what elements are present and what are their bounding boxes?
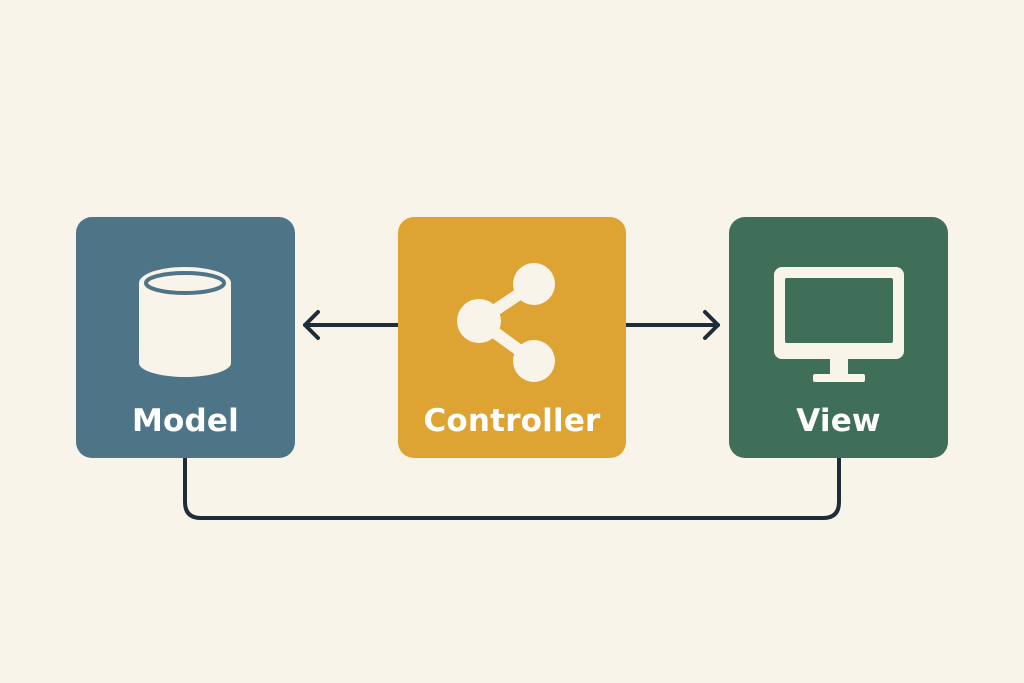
arrowhead-right — [703, 310, 720, 340]
model-label: Model — [132, 403, 239, 439]
share-icon — [457, 263, 555, 382]
view-node: View — [729, 217, 948, 458]
arrow-controller-to-model — [303, 310, 400, 340]
arrowhead-left — [303, 310, 320, 340]
controller-label: Controller — [423, 403, 601, 439]
line-model-to-view — [183, 456, 841, 520]
arrow-controller-to-view — [624, 310, 720, 340]
database-icon — [139, 267, 231, 377]
controller-node: Controller — [398, 217, 626, 458]
monitor-icon — [774, 267, 904, 382]
model-node: Model — [76, 217, 295, 458]
view-label: View — [796, 403, 881, 439]
